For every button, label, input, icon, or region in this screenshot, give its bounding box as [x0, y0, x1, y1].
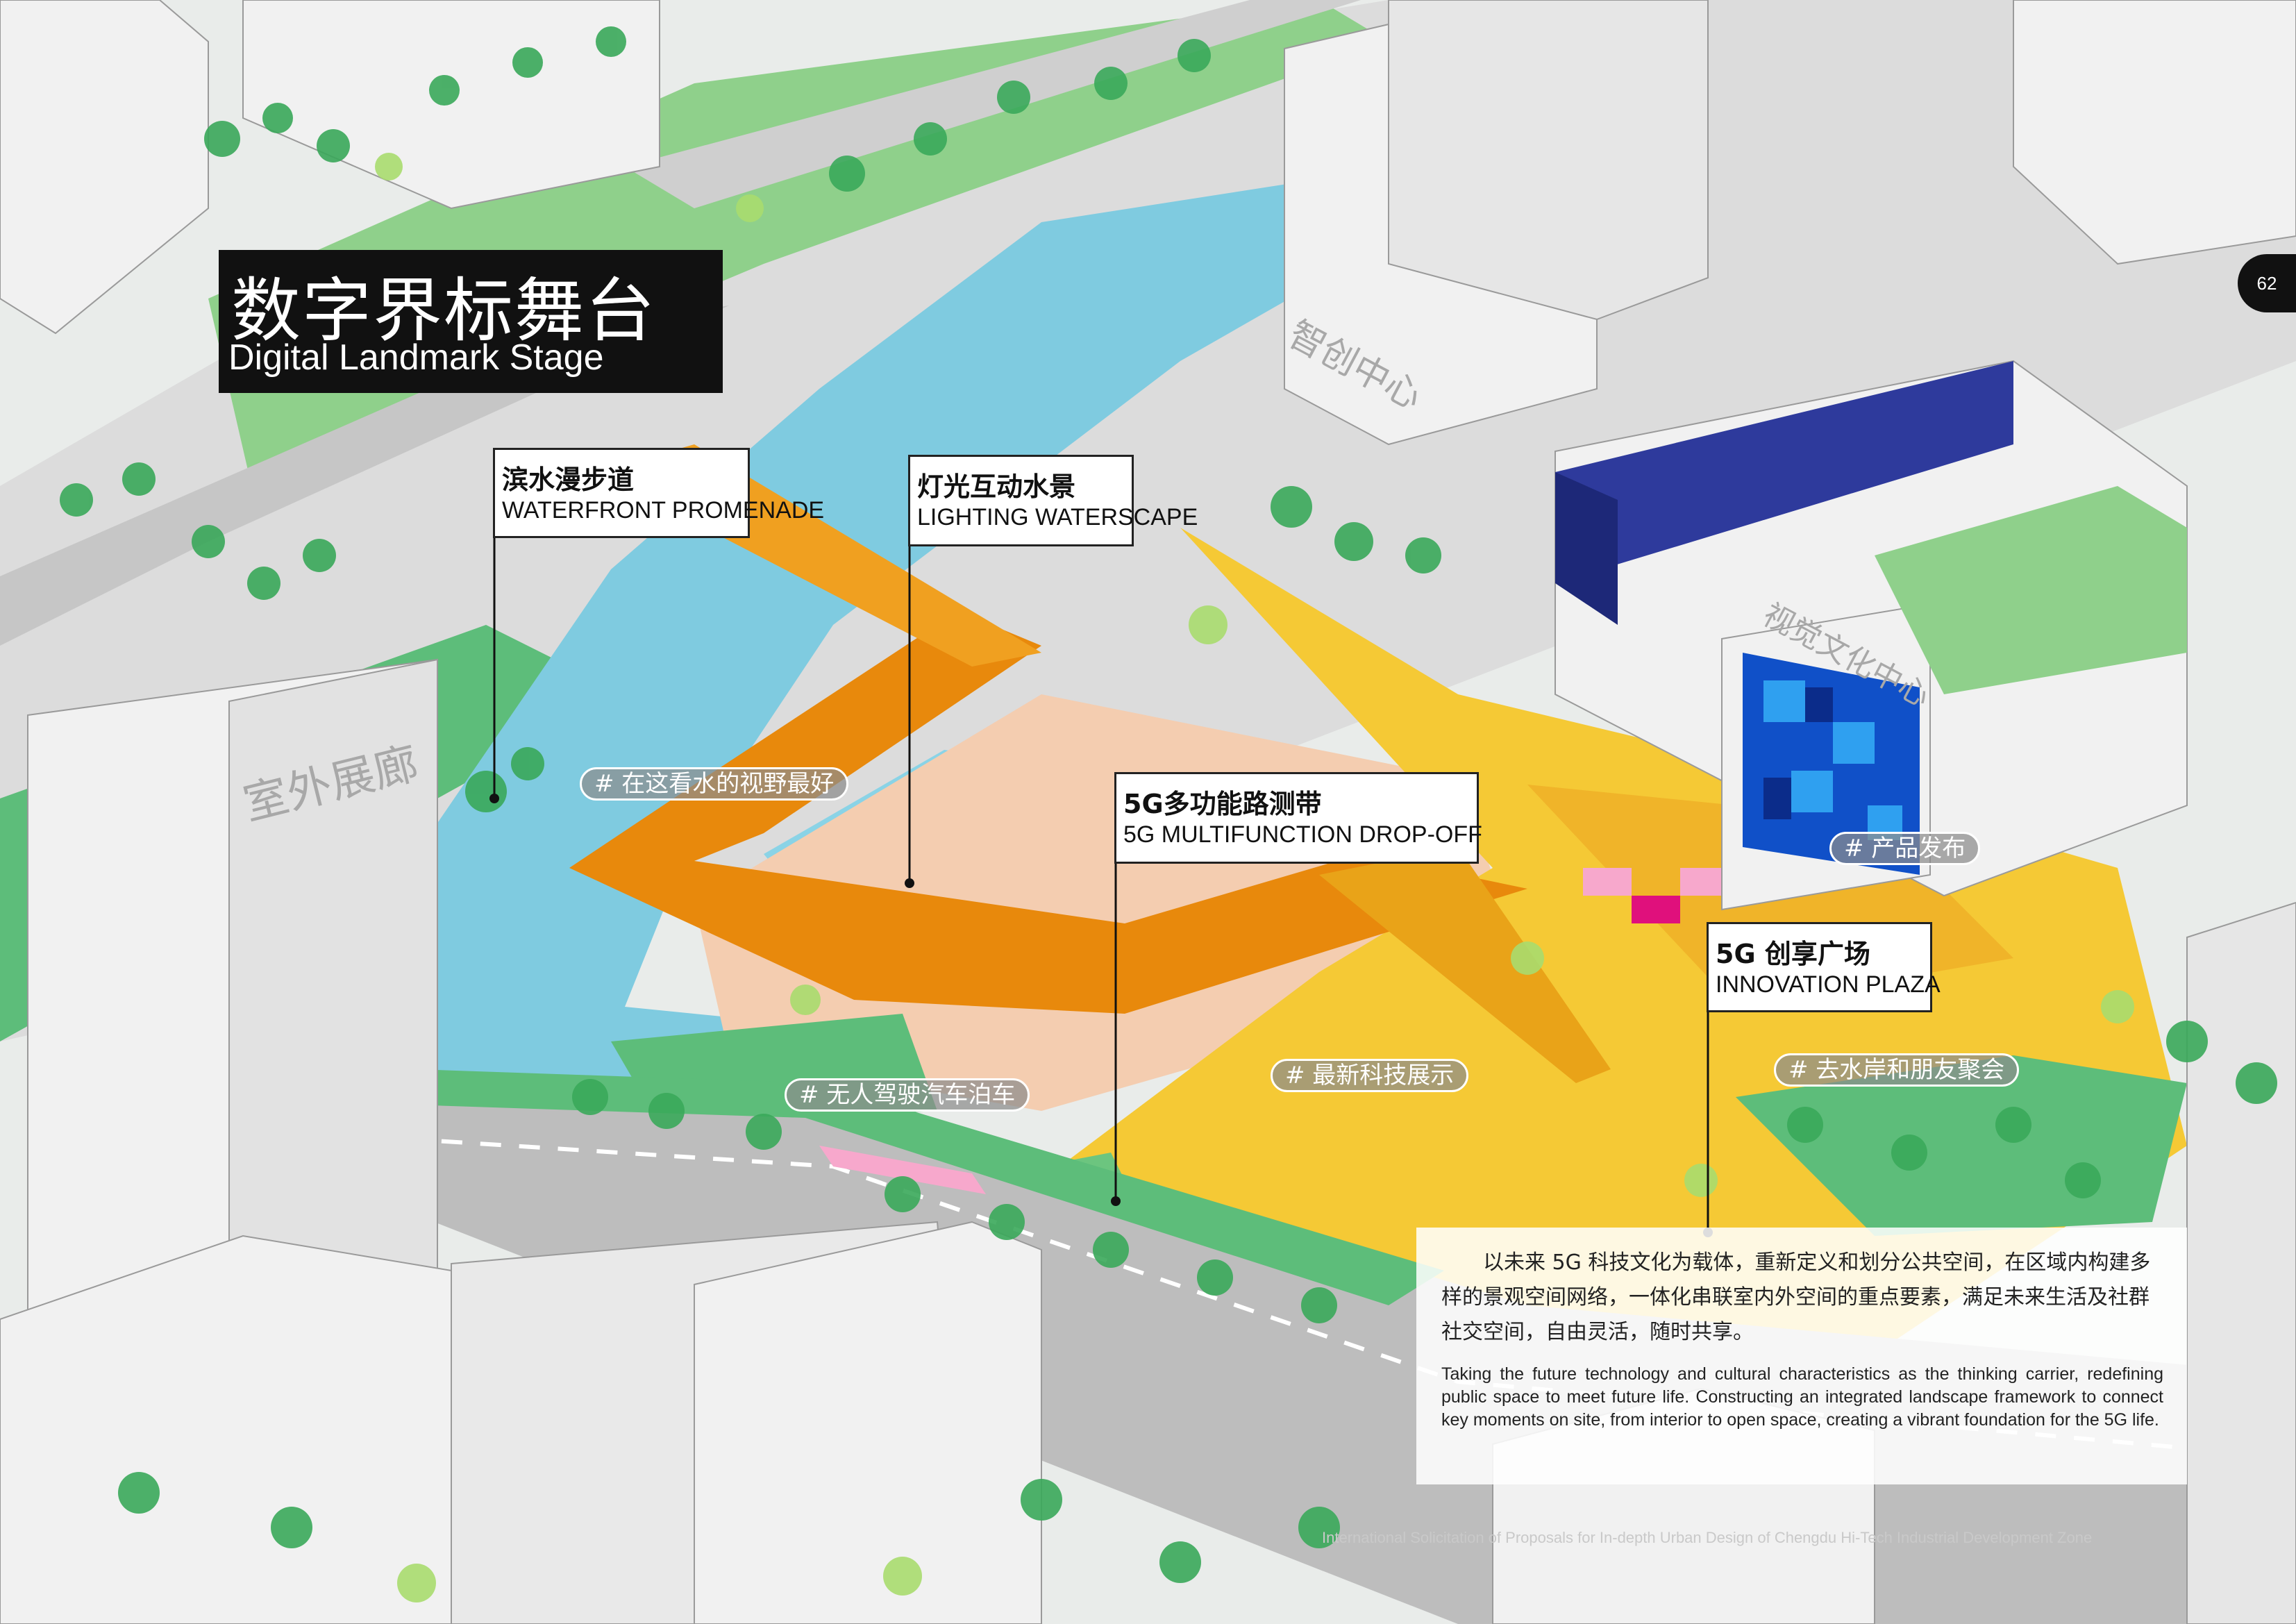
callout-waterfront-promenade: 滨水漫步道 WATERFRONT PROMENADE: [493, 448, 824, 538]
tag-product-launch: # 产品发布: [1829, 832, 1981, 865]
callout-label-en: WATERFRONT PROMENADE: [502, 497, 825, 524]
callout-label-cn: 5G 创享广场: [1716, 939, 1870, 969]
tag-waterfront-gathering: # 去水岸和朋友聚会: [1774, 1053, 2020, 1087]
footer-project-title: International Solicitation of Proposals …: [1322, 1529, 2093, 1546]
description-chinese: 以未来 5G 科技文化为载体，重新定义和划分公共空间，在区域内构建多样的景观空间…: [1441, 1250, 2151, 1344]
callout-innovation-plaza: 5G 创享广场 INNOVATION PLAZA: [1707, 922, 1941, 1012]
callout-5g-multifunction-drop-off: 5G多功能路测带 5G MULTIFUNCTION DROP-OFF: [1114, 772, 1482, 864]
title-block: 数字界标舞台 Digital Landmark Stage: [219, 250, 723, 393]
tag-latest-tech-display: # 最新科技展示: [1271, 1059, 1469, 1092]
page-number-badge: 62: [2238, 254, 2296, 312]
callout-label-en: 5G MULTIFUNCTION DROP-OFF: [1123, 821, 1482, 848]
callout-lighting-waterscape: 灯光互动水景 LIGHTING WATERSCAPE: [908, 455, 1198, 546]
callout-label-en: INNOVATION PLAZA: [1716, 971, 1941, 998]
description-panel: 以未来 5G 科技文化为载体，重新定义和划分公共空间，在区域内构建多样的景观空间…: [1416, 1228, 2187, 1484]
callout-label-en: LIGHTING WATERSCAPE: [917, 504, 1198, 530]
description-english: Taking the future technology and cultura…: [1441, 1364, 2163, 1430]
callout-label-cn: 5G多功能路测带: [1123, 789, 1322, 819]
title-english: Digital Landmark Stage: [228, 337, 604, 378]
title-chinese: 数字界标舞台: [231, 270, 656, 351]
tag-autonomous-parking: # 无人驾驶汽车泊车: [785, 1078, 1030, 1112]
callout-label-cn: 滨水漫步道: [502, 464, 635, 495]
callout-label-cn: 灯光互动水景: [917, 471, 1076, 502]
tag-best-water-view: # 在这看水的视野最好: [580, 767, 849, 801]
